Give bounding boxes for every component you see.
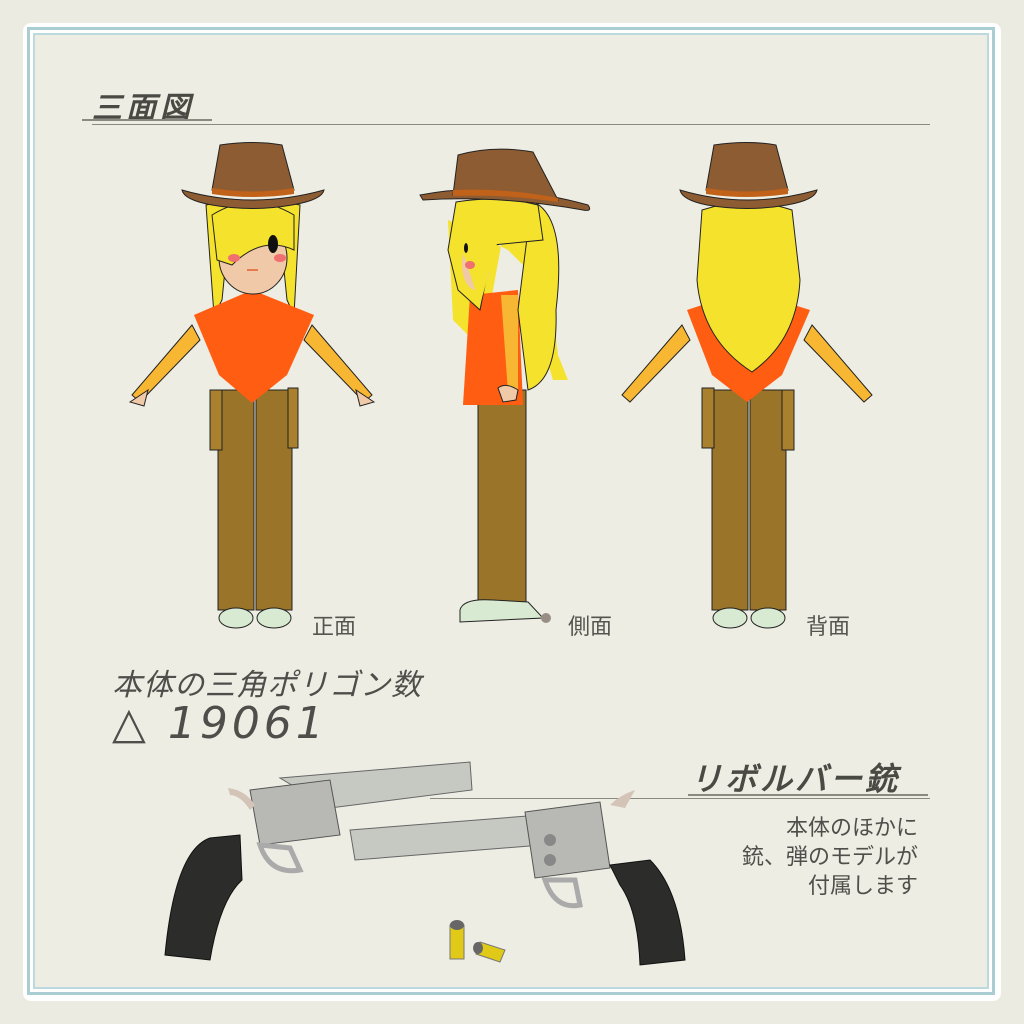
character-side-view (419, 148, 591, 623)
view-label-back: 背面 (806, 615, 851, 640)
character-front-view (128, 142, 376, 629)
description-line: 付属します (807, 874, 918, 899)
polygon-count-label: 本体の三角ポリゴン数 (112, 668, 422, 703)
section-title-revolver: リボルバー銃 (690, 760, 901, 798)
revolver-divider (430, 798, 930, 799)
view-label-front: 正面 (312, 615, 357, 640)
polygon-count-value: △ 19061 (112, 698, 328, 749)
description-line: 本体のほかに (785, 816, 918, 841)
frame-border (27, 27, 995, 995)
revolver-title-underline (688, 794, 928, 796)
title-underline (82, 119, 212, 121)
description-line: 銃、弾のモデルが (741, 845, 918, 870)
revolver-models-illustration (164, 761, 686, 966)
view-label-side: 側面 (568, 615, 613, 640)
character-back-view (621, 142, 873, 629)
section-divider (92, 124, 930, 125)
revolver-description: 本体のほかに 銃、弾のモデルが 付属します (742, 814, 918, 901)
